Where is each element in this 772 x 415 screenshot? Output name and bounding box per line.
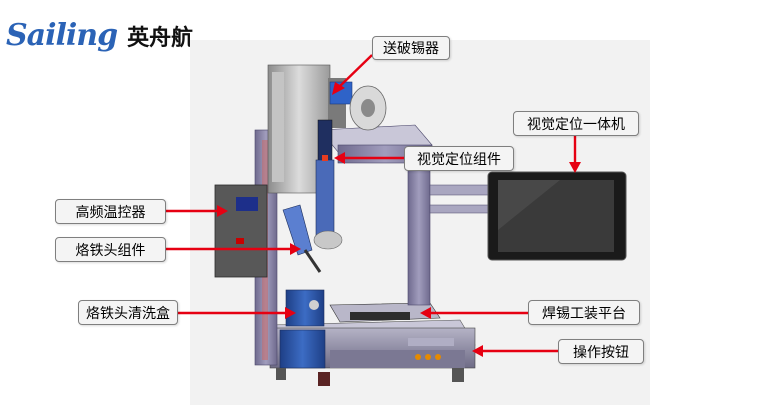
label-tin-feeder: 送破锡器 [372, 36, 450, 60]
machine-base [269, 319, 476, 386]
callout-arrows [166, 54, 581, 357]
temperature-controller [214, 184, 268, 278]
label-iron-cleaner: 烙铁头清洗盒 [78, 300, 178, 325]
label-vision-module: 视觉定位组件 [404, 146, 514, 171]
vision-monitor [487, 171, 627, 261]
arrow-tin-feeder [337, 54, 373, 89]
vision-module [315, 119, 335, 241]
label-operation-buttons: 操作按钮 [558, 339, 644, 364]
brand-chinese-name: 英舟航 [127, 25, 194, 51]
work-platform [329, 302, 441, 323]
label-platform: 焊锡工装平台 [528, 300, 640, 325]
brand-script: Sailing [6, 18, 118, 53]
label-temp-controller: 高频温控器 [55, 199, 166, 224]
label-iron-head: 烙铁头组件 [55, 237, 166, 262]
label-vision-system: 视觉定位一体机 [513, 111, 639, 136]
soldering-iron [282, 204, 343, 273]
brand-logo: Sailing 英舟航 [6, 18, 193, 53]
cleaner-box [285, 289, 325, 327]
